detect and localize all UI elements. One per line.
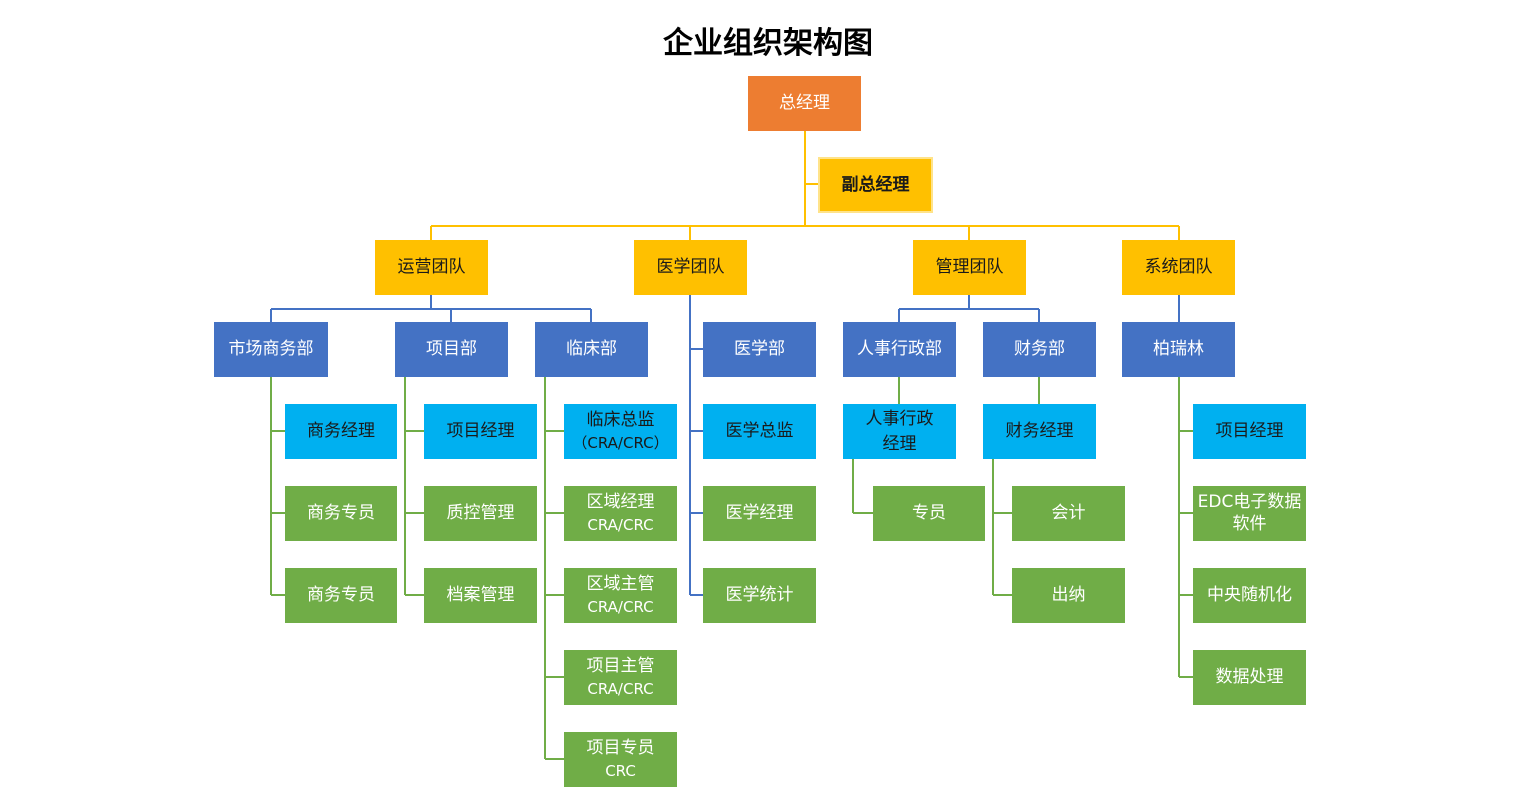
role-label: 商务经理 xyxy=(307,421,375,442)
team-ops-node: 运营团队 xyxy=(375,240,488,295)
role-node: 商务专员 xyxy=(285,486,397,541)
role-node: 出纳 xyxy=(1012,568,1125,623)
dept-medical-label: 医学部 xyxy=(734,339,785,360)
role-label: 中央随机化 xyxy=(1207,585,1292,606)
dept-bailin-node: 柏瑞林 xyxy=(1122,322,1235,377)
dept-medical-node: 医学部 xyxy=(703,322,816,377)
team-mgmt-node: 管理团队 xyxy=(913,240,1026,295)
team-med-node: 医学团队 xyxy=(634,240,747,295)
dept-finance-label: 财务部 xyxy=(1014,339,1065,360)
role-label-line1: EDC电子数据 xyxy=(1197,492,1302,513)
dept-project-label: 项目部 xyxy=(426,339,477,360)
role-label: 项目经理 xyxy=(1215,421,1284,442)
vice-ceo-label: 副总经理 xyxy=(841,174,910,195)
role-label: 医学经理 xyxy=(725,503,794,524)
dept-hr-label: 人事行政部 xyxy=(857,339,942,360)
team-sys-label: 系统团队 xyxy=(1144,257,1213,278)
role-node: 财务经理 xyxy=(983,404,1096,459)
role-node: 会计 xyxy=(1012,486,1125,541)
dept-clinical-node: 临床部 xyxy=(535,322,648,377)
role-node: 项目专员 CRC xyxy=(564,732,677,787)
dept-clinical-label: 临床部 xyxy=(566,339,617,360)
role-label: 档案管理 xyxy=(446,585,515,606)
role-label: 商务专员 xyxy=(307,585,375,606)
staff-connectors xyxy=(270,377,1193,760)
role-label: 商务专员 xyxy=(307,503,375,524)
role-node: 人事行政 经理 xyxy=(843,404,956,459)
role-label: 专员 xyxy=(912,503,946,524)
role-label: 医学总监 xyxy=(725,421,794,442)
role-node: 商务经理 xyxy=(285,404,397,459)
role-node: 医学统计 xyxy=(703,568,816,623)
role-node: 医学经理 xyxy=(703,486,816,541)
role-label: 会计 xyxy=(1051,503,1086,524)
role-label-line2: 经理 xyxy=(882,433,917,454)
team-mgmt-label: 管理团队 xyxy=(935,257,1004,278)
role-label: 质控管理 xyxy=(446,503,515,524)
role-label-line2: CRA/CRC xyxy=(587,597,654,616)
dept-project-node: 项目部 xyxy=(395,322,508,377)
team-sys-node: 系统团队 xyxy=(1122,240,1235,295)
role-label: 出纳 xyxy=(1051,585,1086,606)
role-label-line1: 人事行政 xyxy=(865,408,934,429)
role-node: 质控管理 xyxy=(424,486,537,541)
role-label: 财务经理 xyxy=(1005,421,1074,442)
role-node: 区域经理 CRA/CRC xyxy=(564,486,677,541)
top-connectors xyxy=(430,131,1180,240)
role-node: 临床总监 （CRA/CRC） xyxy=(564,404,677,459)
role-label-line2: CRC xyxy=(605,761,636,780)
dept-market-label: 市场商务部 xyxy=(228,339,314,360)
page-title: 企业组织架构图 xyxy=(663,26,873,61)
ceo-label: 总经理 xyxy=(779,93,830,114)
role-label-line1: 项目主管 xyxy=(586,656,655,677)
role-label: 数据处理 xyxy=(1215,667,1284,688)
role-node: 专员 xyxy=(873,486,985,541)
role-label-line2: CRA/CRC xyxy=(587,515,654,534)
dept-hr-node: 人事行政部 xyxy=(843,322,956,377)
role-node: 数据处理 xyxy=(1193,650,1306,705)
role-node: 区域主管 CRA/CRC xyxy=(564,568,677,623)
role-node: EDC电子数据 软件 xyxy=(1193,486,1306,541)
role-node: 医学总监 xyxy=(703,404,816,459)
role-label-line2: 软件 xyxy=(1232,513,1267,534)
dept-market-node: 市场商务部 xyxy=(214,322,328,377)
role-label: 医学统计 xyxy=(725,585,794,606)
team-med-label: 医学团队 xyxy=(656,257,725,278)
ceo-node: 总经理 xyxy=(748,76,861,131)
role-node: 项目主管 CRA/CRC xyxy=(564,650,677,705)
role-node: 项目经理 xyxy=(424,404,537,459)
role-label-line1: 区域经理 xyxy=(586,492,655,513)
role-node: 中央随机化 xyxy=(1193,568,1306,623)
role-label-line2: （CRA/CRC） xyxy=(572,433,669,452)
role-label-line1: 临床总监 xyxy=(586,410,655,431)
dept-bailin-label: 柏瑞林 xyxy=(1153,339,1204,360)
role-node: 项目经理 xyxy=(1193,404,1306,459)
role-label: 项目经理 xyxy=(446,421,515,442)
role-label-line2: CRA/CRC xyxy=(587,679,654,698)
role-label-line1: 区域主管 xyxy=(586,574,655,595)
department-connectors xyxy=(270,295,1180,596)
dept-finance-node: 财务部 xyxy=(983,322,1096,377)
team-ops-label: 运营团队 xyxy=(397,257,466,278)
role-node: 商务专员 xyxy=(285,568,397,623)
role-node: 档案管理 xyxy=(424,568,537,623)
role-label-line1: 项目专员 xyxy=(586,738,655,759)
vice-ceo-node: 副总经理 xyxy=(818,157,933,213)
